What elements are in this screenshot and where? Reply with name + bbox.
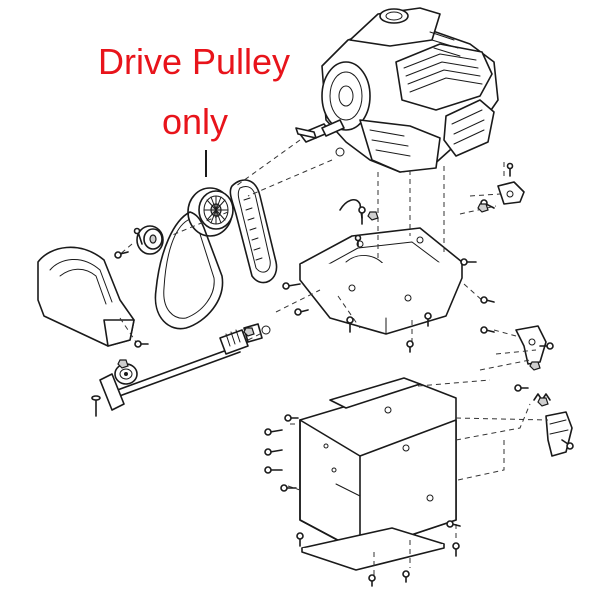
small-pulley: [136, 225, 164, 255]
nut: [117, 359, 129, 369]
callout-only: only: [162, 101, 229, 142]
nut: [243, 327, 255, 337]
frame-box: [299, 377, 457, 553]
bolt: [264, 466, 283, 474]
bolt: [561, 439, 574, 450]
bolt: [402, 570, 410, 583]
support-bracket: [515, 325, 547, 365]
drive-belt: [229, 179, 278, 284]
bolt: [264, 428, 283, 436]
bolt: [354, 234, 362, 247]
bolt: [114, 251, 129, 259]
bolt: [280, 484, 297, 492]
bolt: [480, 296, 495, 304]
bolt: [452, 542, 460, 557]
bolt: [358, 206, 366, 225]
engine-mount-plate: [299, 227, 463, 335]
shaft-key: [295, 127, 317, 139]
bolt: [294, 308, 309, 316]
drive-pulley: [187, 187, 234, 237]
bolt: [368, 574, 376, 587]
nut: [537, 397, 549, 407]
nut: [529, 361, 541, 371]
throttle-bracket: [497, 181, 525, 205]
idler-arm-rod: [99, 323, 271, 411]
cable: [339, 198, 363, 219]
shift-bracket: [545, 411, 573, 457]
fasteners: [114, 162, 574, 587]
nut: [477, 203, 489, 213]
callout-drive-pulley: Drive Pulley: [98, 41, 291, 82]
bolt: [446, 520, 461, 528]
bolt: [133, 227, 143, 245]
bolt: [424, 312, 432, 327]
bolt: [134, 340, 149, 348]
bolt: [460, 258, 477, 266]
assembly-guide-lines: [117, 139, 549, 578]
bolt: [296, 532, 304, 547]
bolt: [514, 384, 529, 392]
bolt: [264, 448, 283, 456]
bolt: [480, 326, 495, 334]
rod-end-bolt: [91, 395, 101, 417]
idler-pulley: [114, 363, 138, 385]
engine: [299, 7, 499, 173]
nut: [367, 211, 379, 221]
bolt: [406, 340, 414, 353]
bolt: [346, 316, 354, 333]
bolt: [539, 342, 554, 350]
bolt: [506, 162, 514, 177]
bottom-plate: [301, 527, 445, 571]
belt-cover: [37, 246, 135, 347]
bolt: [284, 414, 299, 422]
bolt: [282, 282, 301, 290]
